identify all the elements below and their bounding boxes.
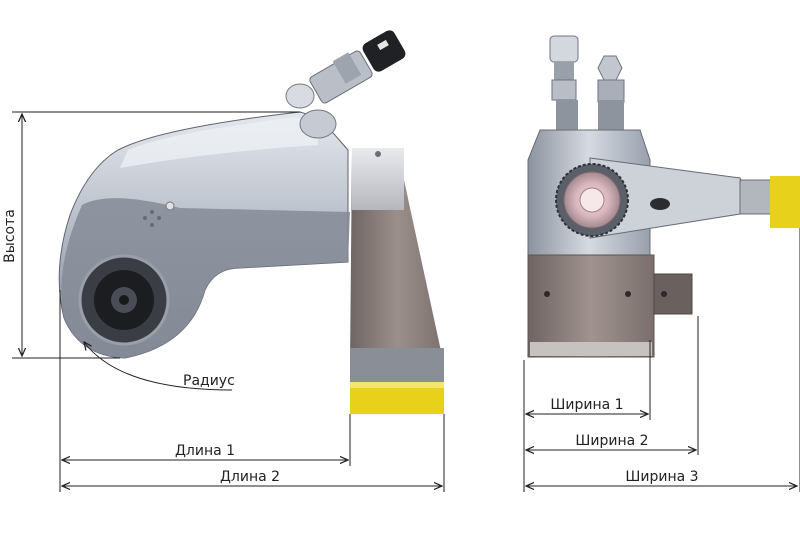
reaction-pad-front (770, 176, 800, 228)
length1-label: Длина 1 (175, 443, 235, 459)
hose-swivel-fitting (285, 30, 406, 139)
reaction-arm-top (352, 148, 404, 210)
height-label: Высота (2, 209, 18, 263)
front-housing-lower (527, 254, 655, 358)
front-view-wrench-icon (527, 35, 800, 358)
width3-label: Ширина 3 (625, 469, 698, 485)
square-drive (653, 273, 693, 315)
reaction-arm-foot (350, 348, 444, 384)
dimension-lines (12, 111, 800, 492)
width1-label: Ширина 1 (550, 397, 623, 413)
length2-label: Длина 2 (220, 469, 280, 485)
radius-label: Радиус (183, 373, 235, 389)
side-view-wrench-icon (58, 30, 444, 414)
hose-couplers (549, 35, 625, 134)
width2-label: Ширина 2 (575, 433, 648, 449)
